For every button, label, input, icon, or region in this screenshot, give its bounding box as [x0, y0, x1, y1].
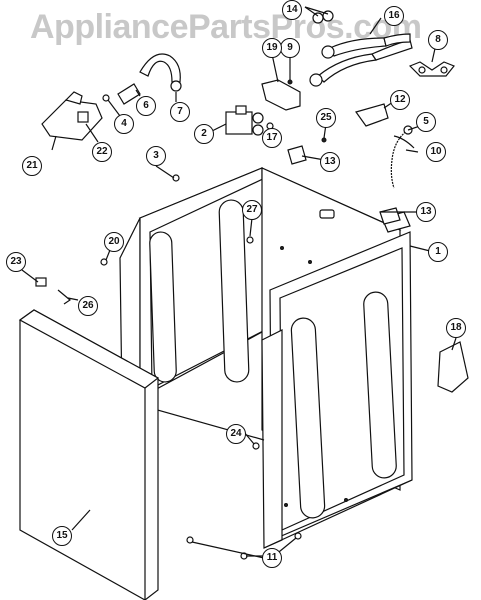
callout-3: 3	[146, 146, 166, 166]
callout-9: 9	[280, 38, 300, 58]
callout-1: 1	[428, 242, 448, 262]
bracket-part-13-top	[287, 145, 307, 165]
clip-part-20	[100, 258, 108, 266]
callout-13-top: 13	[320, 152, 340, 172]
callout-26: 26	[78, 296, 98, 316]
callout-2: 2	[194, 124, 214, 144]
water-valve-part-2	[225, 105, 264, 136]
callout-8: 8	[428, 30, 448, 50]
callout-25: 25	[316, 108, 336, 128]
inlet-hoses-part-16	[309, 10, 413, 87]
callout-11: 11	[262, 548, 282, 568]
callout-15: 15	[52, 526, 72, 546]
callout-13-right: 13	[416, 202, 436, 222]
cabinet-part-1	[119, 167, 413, 549]
callout-6: 6	[136, 96, 156, 116]
callout-10: 10	[426, 142, 446, 162]
callout-20: 20	[104, 232, 124, 252]
clip-part-26	[57, 289, 72, 305]
callout-16: 16	[384, 6, 404, 26]
screw-part-9	[287, 79, 293, 85]
callout-19: 19	[262, 38, 282, 58]
hose-holder-part-8	[408, 61, 455, 77]
valve-assembly-part-22	[41, 91, 103, 141]
callout-24: 24	[226, 424, 246, 444]
callout-14: 14	[282, 0, 302, 20]
callout-17: 17	[262, 128, 282, 148]
clip-part-27	[246, 236, 254, 244]
screws-part-11	[186, 532, 302, 560]
callout-27: 27	[242, 200, 262, 220]
bracket-part-12	[355, 103, 389, 127]
clip-part-4	[102, 94, 110, 102]
drain-hose-part-10	[390, 125, 415, 189]
elbow-part-7	[170, 80, 182, 92]
callout-5: 5	[416, 112, 436, 132]
callout-12: 12	[390, 90, 410, 110]
hose-part-6	[117, 53, 181, 105]
screw-part-25	[321, 137, 327, 143]
callout-18: 18	[446, 318, 466, 338]
callout-7: 7	[170, 102, 190, 122]
clip-part-24	[252, 442, 260, 450]
callout-22: 22	[92, 142, 112, 162]
callout-4: 4	[114, 114, 134, 134]
clip-part-23	[35, 277, 47, 287]
bracket-part-18	[437, 341, 469, 393]
callout-21: 21	[22, 156, 42, 176]
callout-23: 23	[6, 252, 26, 272]
bracket-part-19	[261, 79, 301, 111]
